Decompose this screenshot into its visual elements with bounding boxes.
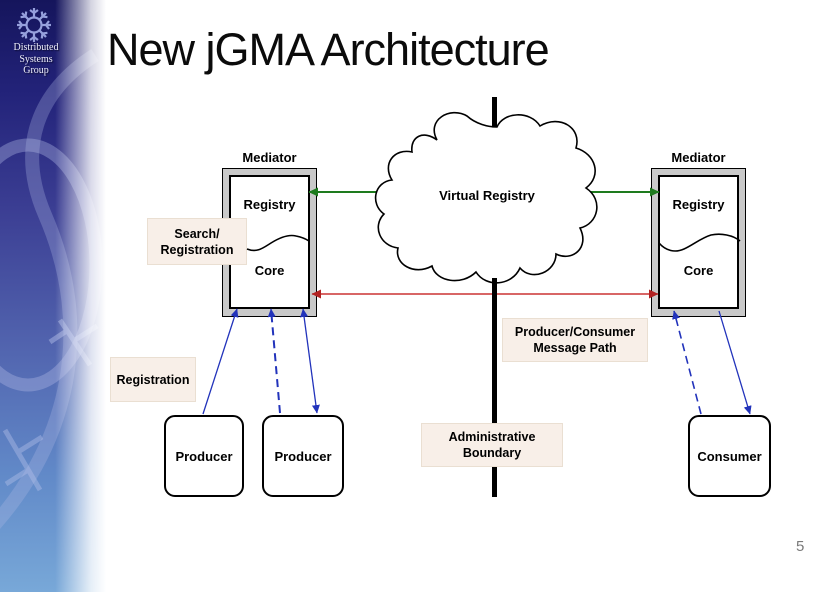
producer-left-node: Producer <box>164 415 244 497</box>
message-path-label: Producer/Consumer Message Path <box>502 318 648 362</box>
search-registration-label: Search/ Registration <box>147 218 247 265</box>
virtual-registry-cloud <box>374 111 598 284</box>
consumer-delivery-arrow <box>718 310 752 415</box>
producer-right-register-arrow-dashed <box>267 308 281 414</box>
label-line: Boundary <box>462 446 522 460</box>
producer-left-register-arrow <box>202 308 239 415</box>
sidebar-decoration: Distributed Systems Group <box>0 0 106 592</box>
mediator-left-label: Mediator <box>242 150 297 165</box>
registry-left-label: Registry <box>243 197 296 212</box>
registry-right-label: Registry <box>672 197 725 212</box>
label-line: Administrative <box>448 430 536 444</box>
virtual-registry-label: Virtual Registry <box>439 188 536 203</box>
page-title: New jGMA Architecture <box>107 24 550 75</box>
org-line: Distributed <box>13 42 59 53</box>
org-name: Distributed Systems Group <box>0 42 72 77</box>
core-left-label: Core <box>254 263 285 278</box>
label-line: Producer/Consumer <box>514 325 636 339</box>
consumer-register-arrow-dashed <box>672 310 702 415</box>
admin-boundary-label: Administrative Boundary <box>421 423 563 467</box>
mediator-right-box: Registry Core <box>651 168 746 317</box>
consumer-node: Consumer <box>688 415 771 497</box>
label-line: Search/ <box>174 226 220 241</box>
mediator-right-inner: Registry Core <box>658 175 739 309</box>
org-line: Systems <box>19 53 53 65</box>
registration-label: Registration <box>110 357 196 402</box>
core-right-label: Core <box>683 263 714 278</box>
label-line: Message Path <box>533 341 617 355</box>
mediator-right-label: Mediator <box>671 150 726 165</box>
org-line: Group <box>23 65 49 76</box>
snowflake-logo-icon <box>17 8 51 42</box>
page-number: 5 <box>796 538 805 555</box>
producer-right-bidirectional-arrow <box>300 308 320 414</box>
sidebar-fade <box>0 0 106 592</box>
label-line: Registration <box>116 372 190 387</box>
producer-right-node: Producer <box>262 415 344 497</box>
label-line: Registration <box>160 242 234 257</box>
